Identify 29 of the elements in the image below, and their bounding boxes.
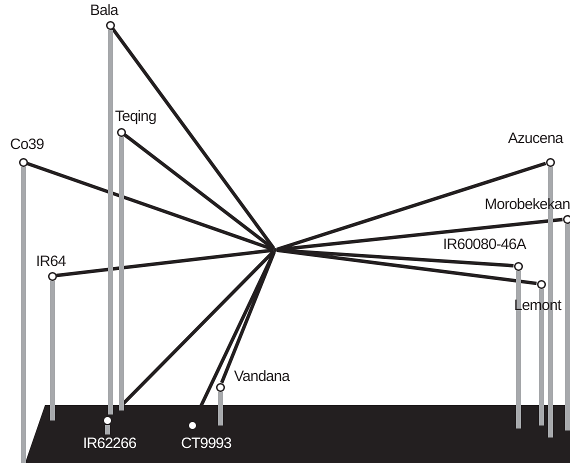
variety-label: Teqing	[115, 108, 156, 126]
pin-marker	[216, 382, 224, 425]
pin-marker	[188, 422, 196, 428]
variety-label: Vandana	[234, 368, 290, 386]
variety-label: Azucena	[508, 130, 563, 148]
pin-marker	[562, 214, 570, 430]
pin-marker	[18, 158, 28, 463]
connector-line	[220, 251, 276, 384]
variety-label: Lemont	[514, 297, 562, 315]
variety-label: Co39	[10, 136, 44, 154]
connector-line	[199, 251, 276, 407]
connector-line	[124, 133, 274, 250]
variety-label: IR62266	[83, 435, 136, 453]
variety-label: CT9993	[181, 435, 232, 453]
pin-marker	[106, 20, 114, 414]
connector-line	[56, 248, 274, 278]
connector-line	[276, 248, 537, 286]
hub-point	[273, 248, 277, 252]
variety-label: Morobekekan	[484, 196, 570, 214]
pin-marker	[48, 272, 56, 420]
variety-label: IR60080-46A	[443, 236, 526, 254]
connector-line	[276, 248, 514, 268]
variety-label: Bala	[90, 2, 118, 20]
pin-marker	[104, 416, 110, 434]
pin-marker	[116, 128, 126, 410]
connector-line	[26, 162, 274, 251]
variety-label: IR64	[36, 253, 66, 271]
connector-line	[276, 162, 546, 252]
connector-line	[276, 218, 563, 252]
